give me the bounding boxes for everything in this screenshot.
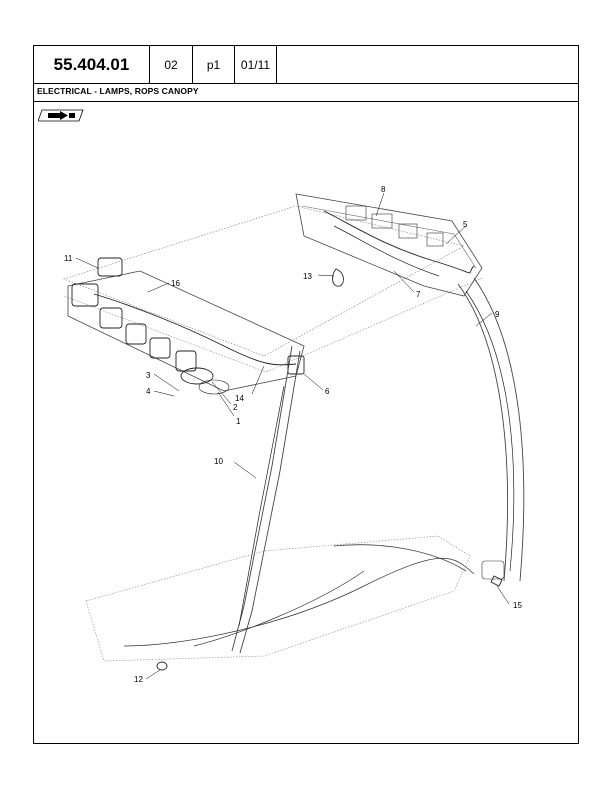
page-title: ELECTRICAL - LAMPS, ROPS CANOPY xyxy=(37,86,199,96)
callout-11: 11 xyxy=(64,254,73,263)
leader-line-2 xyxy=(211,381,232,405)
revision-number: 02 xyxy=(150,46,193,83)
leader-line-11 xyxy=(75,257,99,269)
section-code: 55.404.01 xyxy=(34,46,150,83)
arrow-flag-icon[interactable] xyxy=(38,109,84,122)
callout-12: 12 xyxy=(134,675,143,684)
leader-line-16 xyxy=(147,282,170,293)
callout-16: 16 xyxy=(171,279,180,288)
parts-sheet: 55.404.01 02 p1 01/11 ELECTRICAL - LAMPS… xyxy=(33,45,579,744)
leader-line-6 xyxy=(303,373,324,391)
leader-line-10 xyxy=(233,461,257,479)
callout-14: 14 xyxy=(235,394,244,403)
leader-line-4 xyxy=(153,390,175,397)
callout-10: 10 xyxy=(214,457,223,466)
leader-line-9 xyxy=(475,312,493,327)
leader-line-7 xyxy=(393,270,415,293)
callout-6: 6 xyxy=(325,387,330,396)
callout-3: 3 xyxy=(146,371,151,380)
callout-7: 7 xyxy=(416,290,421,299)
callout-4: 4 xyxy=(146,387,151,396)
leader-line-5 xyxy=(445,225,467,245)
callout-8: 8 xyxy=(381,185,386,194)
header-divider xyxy=(34,83,578,84)
title-divider xyxy=(34,101,578,102)
callout-9: 9 xyxy=(495,310,500,319)
callout-2: 2 xyxy=(233,403,238,412)
leader-line-8 xyxy=(375,192,385,217)
leader-line-14 xyxy=(251,365,265,395)
leader-line-3 xyxy=(153,373,180,392)
callout-1: 1 xyxy=(236,417,241,426)
leader-line-1 xyxy=(217,391,235,417)
exploded-view-drawing: 1 2 3 4 5 6 7 8 9 10 11 12 13 14 15 16 xyxy=(63,185,525,684)
issue-date: 01/11 xyxy=(235,46,277,83)
leader-line-13 xyxy=(317,274,335,277)
callout-15: 15 xyxy=(513,601,522,610)
callout-13: 13 xyxy=(303,272,312,281)
leader-line-12 xyxy=(145,669,161,680)
callout-5: 5 xyxy=(463,220,468,229)
leader-line-15 xyxy=(496,585,510,605)
page-number: p1 xyxy=(193,46,235,83)
